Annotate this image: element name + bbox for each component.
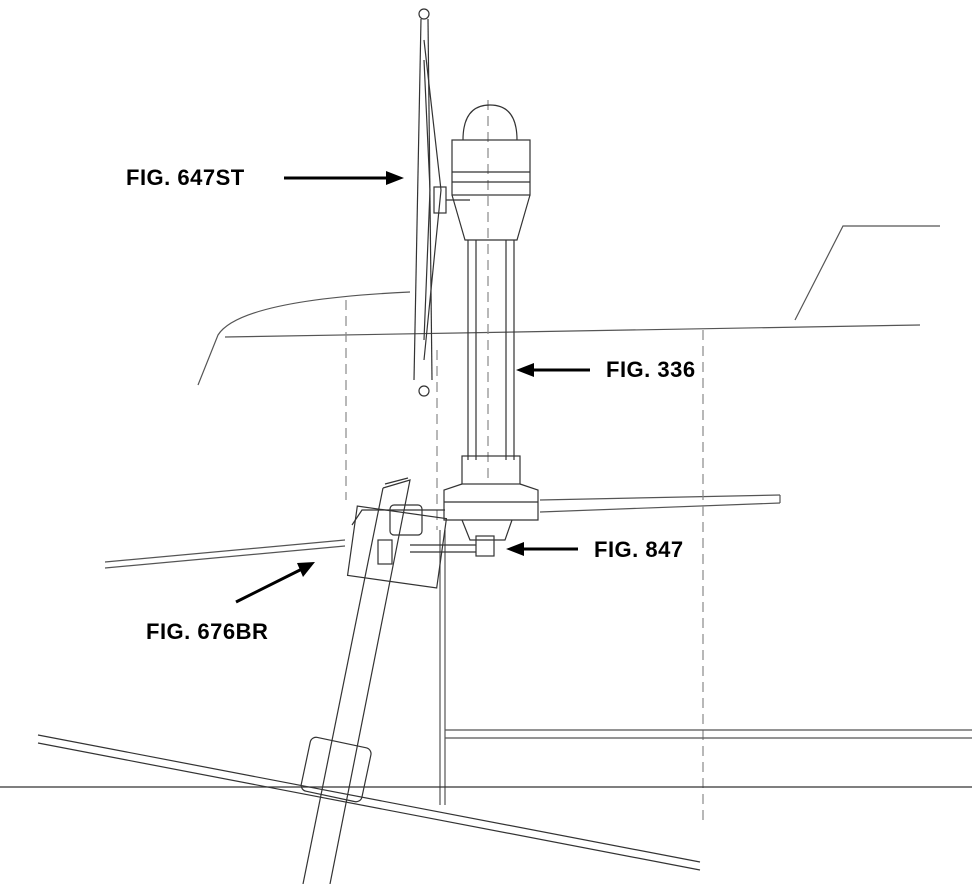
callout-fig-676br: FIG. 676BR (146, 619, 269, 644)
arrow-fig-336 (516, 363, 590, 377)
hull-outline (104, 225, 940, 569)
callout-fig-847: FIG. 847 (594, 537, 684, 562)
callout-arrows (235, 171, 590, 604)
dashed-reference-lines (345, 100, 704, 820)
bulkhead (439, 530, 972, 805)
handwheel-fig-647st (413, 8, 470, 397)
floor-stand-fig-847 (410, 519, 513, 557)
arrow-fig-847 (506, 542, 578, 556)
angled-shaft (300, 477, 423, 884)
deck-lines (0, 734, 972, 871)
arrow-fig-647st (284, 171, 404, 185)
stem-fig-336 (443, 104, 539, 521)
callout-fig-336: FIG. 336 (606, 357, 696, 382)
arrow-fig-676br (235, 562, 315, 604)
callout-fig-647st: FIG. 647ST (126, 165, 245, 190)
bracket-fig-676br (346, 505, 448, 589)
